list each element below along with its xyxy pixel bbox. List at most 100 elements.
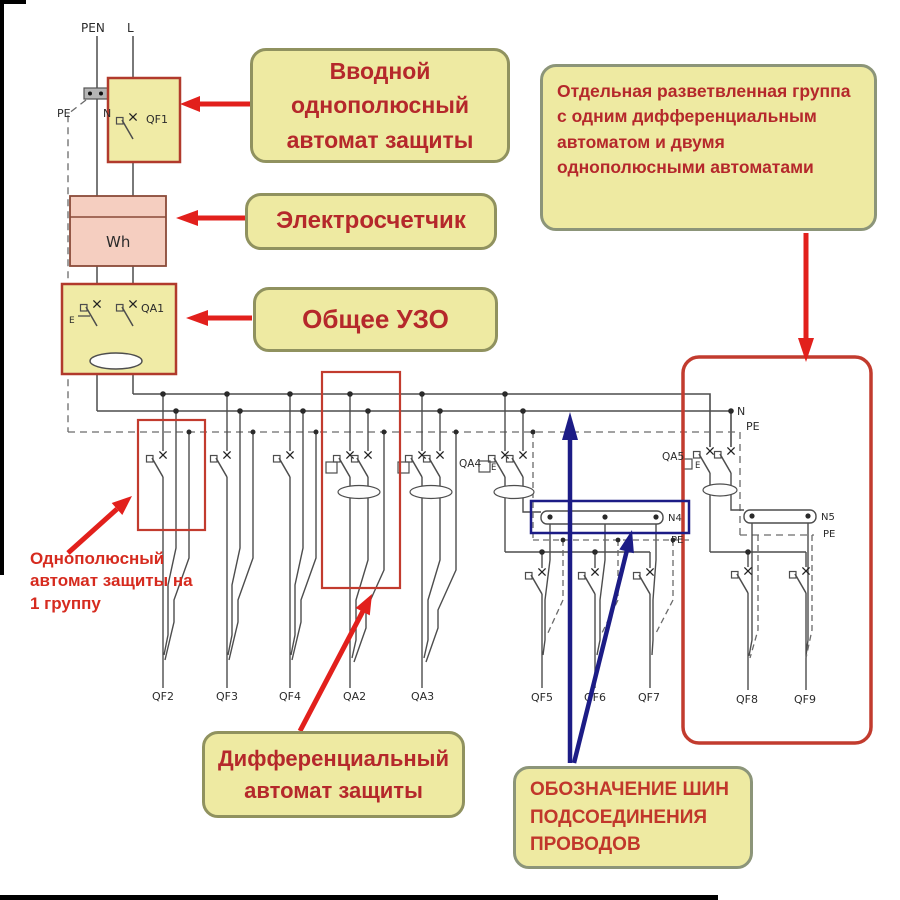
- qa5-group-wires: [709, 473, 809, 690]
- bus-pe-label: PE: [746, 420, 760, 433]
- callout-bus-designation: ОБОЗНАЧЕНИЕ ШИН ПОДСОЕДИНЕНИЯ ПРОВОДОВ: [513, 766, 753, 869]
- qf1-label: QF1: [146, 113, 168, 126]
- branch-label-qf4: QF4: [279, 690, 301, 703]
- red-arrows: [66, 96, 814, 733]
- qa5-label: QA5: [662, 451, 684, 463]
- n4-busbar: [540, 510, 664, 525]
- breaker-contact-icon: [788, 566, 811, 594]
- arrow-to-bus-labels: [562, 412, 578, 763]
- note-single-pole-breaker-text: Однополюсный автомат защиты на 1 группу: [30, 549, 193, 613]
- diff-breaker-highlight-box: [320, 370, 402, 590]
- image-border-artifacts: [0, 0, 718, 900]
- breaker-contact-icon: [145, 450, 168, 478]
- breaker-contact-icon: [422, 450, 445, 478]
- callout-separate-group-text: Отдельная разветвленная группа с одним д…: [557, 81, 851, 178]
- n-bus: [97, 410, 732, 447]
- qa2-branch-wires: [349, 394, 385, 688]
- qf4-branch-wires: [289, 394, 317, 688]
- breaker-contact-icon: [505, 450, 528, 478]
- rcd-sensor-icon: [89, 352, 143, 370]
- breaker-contact-icon: [730, 566, 753, 594]
- branch-labels: QF2 QF3 QF4 QA2 QA3 QF5 QF6 QF7 QF8 QF9: [152, 690, 816, 706]
- meter-wh-label: Wh: [106, 233, 130, 251]
- callout-diff-breaker: Дифференциальный автомат защиты: [202, 731, 465, 818]
- l-label: L: [127, 21, 134, 35]
- breaker-contact-icon: [577, 567, 600, 595]
- rcd-sensor-icon: [337, 484, 381, 500]
- single-pole-highlight-box: [136, 418, 207, 532]
- callout-meter-text: Электросчетчик: [276, 207, 466, 235]
- branch-label-qf8: QF8: [736, 693, 758, 706]
- qa1-main-rcd: E QA1: [60, 282, 178, 376]
- callout-main-rcd-text: Общее УЗО: [302, 303, 449, 334]
- arrow-to-n4-busbar: [571, 530, 634, 764]
- diff-breaker-details: [325, 458, 738, 500]
- pen-terminal-block: [83, 87, 109, 100]
- arrow-to-qa1: [186, 310, 252, 326]
- pen-label: PEN: [81, 21, 105, 35]
- qf3-branch-wires: [226, 394, 254, 688]
- arrow-to-diff-breaker: [297, 594, 372, 733]
- branch-label-qf9: QF9: [794, 693, 816, 706]
- branch-label-qa3: QA3: [411, 690, 434, 703]
- pe-label: PE: [57, 107, 71, 120]
- qa1-label: QA1: [141, 302, 164, 315]
- callout-diff-breaker-text: Дифференциальный автомат защиты: [218, 745, 449, 803]
- callout-bus-designation-text: ОБОЗНАЧЕНИЕ ШИН ПОДСОЕДИНЕНИЯ ПРОВОДОВ: [530, 779, 729, 856]
- callout-incoming-breaker-text: Вводной однополюсный автомат защиты: [286, 57, 474, 153]
- n5-label: N5: [821, 512, 835, 523]
- branch-label-qa2: QA2: [343, 690, 366, 703]
- qa4-test-label: E: [491, 463, 496, 473]
- breaker-contact-icon: [209, 450, 232, 478]
- n5-busbar: [743, 509, 817, 524]
- branch-label-qf2: QF2: [152, 690, 174, 703]
- qa4-group-pe: [532, 432, 690, 636]
- rcd-sensor-icon: [493, 484, 535, 500]
- test-button-icon: [478, 460, 491, 473]
- branch-label-qf3: QF3: [216, 690, 238, 703]
- arrow-to-meter: [176, 210, 245, 226]
- arrow-to-separate-group: [798, 233, 814, 362]
- qa4-group-wires: [504, 394, 657, 688]
- highlight-outlines: [136, 355, 873, 745]
- breaker-contact-icon: [632, 567, 655, 595]
- qa4-label: QA4: [459, 458, 481, 470]
- callout-separate-group: Отдельная разветвленная группа с одним д…: [540, 64, 877, 231]
- qf1-main-breaker: QF1: [106, 76, 182, 164]
- n-label: N: [103, 107, 111, 120]
- note-single-pole-breaker: Однополюсный автомат защиты на 1 группу: [30, 548, 195, 615]
- test-button-icon: [325, 461, 338, 474]
- breaker-contact-icon: [713, 446, 736, 474]
- breaker-contact-icon: [524, 567, 547, 595]
- qa3-branch-wires: [421, 394, 457, 688]
- energy-meter: Wh: [69, 195, 167, 267]
- n4-designation-box: [529, 499, 691, 535]
- junction-dots: [160, 391, 811, 555]
- callout-meter: Электросчетчик: [245, 193, 497, 250]
- distribution-buses: [68, 393, 814, 536]
- arrow-to-single-pole-breaker: [66, 496, 132, 555]
- qa5-group-pe: [749, 535, 813, 659]
- pe-bus: [68, 431, 814, 536]
- l-bus: [133, 393, 711, 447]
- breaker-contact-icon: [350, 450, 373, 478]
- rcd-sensor-icon: [409, 484, 453, 500]
- qa5-test-label: E: [695, 461, 700, 471]
- separate-group-highlight-box: [681, 355, 873, 745]
- schematic-labels: PEN L PE N N PE QA4 E QA5 E N4 PE N5 PE: [57, 21, 835, 546]
- breaker-contact-icon: [272, 450, 295, 478]
- bus-n-label: N: [737, 405, 745, 418]
- qa1-test-label: E: [69, 316, 75, 326]
- branch-label-qf7: QF7: [638, 691, 660, 704]
- n4-label: N4: [668, 513, 682, 524]
- rcd-sensor-icon: [702, 483, 738, 497]
- arrow-to-qf1: [180, 96, 256, 112]
- navy-arrows: [562, 412, 634, 764]
- branch-label-qf5: QF5: [531, 691, 553, 704]
- n4-pe-label: PE: [671, 535, 683, 546]
- callout-main-rcd: Общее УЗО: [253, 287, 498, 352]
- test-button-icon: [397, 461, 410, 474]
- branch-wiring: [162, 394, 813, 690]
